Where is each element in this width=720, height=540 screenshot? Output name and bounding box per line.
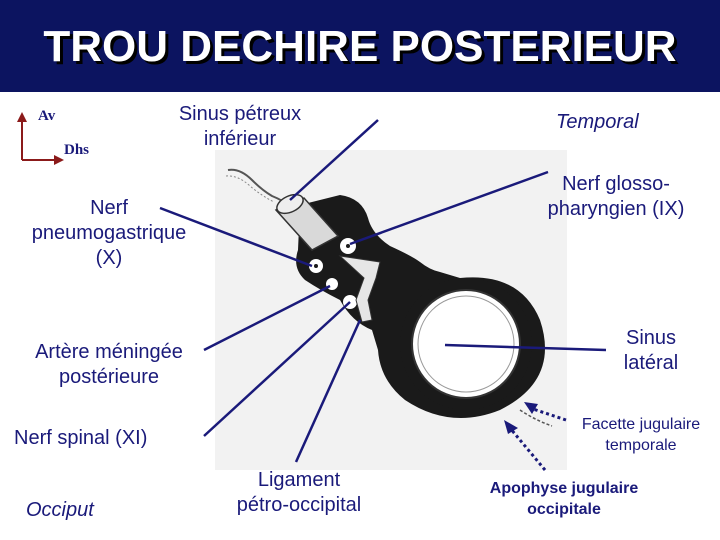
leader-sinus-petreux — [289, 119, 379, 201]
label-nerf-pneumogastrique: Nerf pneumogastrique (X) — [31, 197, 187, 269]
leader-ligament — [294, 319, 362, 463]
sinus-petreux-opening — [276, 193, 304, 215]
sinus-lateral-inner-ring — [417, 295, 515, 393]
orientation-right-label: Dhs — [64, 142, 90, 158]
leader-nerf-pneumo — [159, 206, 313, 268]
arrow-facette-head — [524, 402, 538, 414]
label-apophyse-jugulaire: Apophyse jugulaire occipitale — [489, 480, 639, 518]
label-temporal: Temporal — [556, 111, 639, 133]
label-sinus-lateral: Sinus latéral — [623, 327, 679, 374]
arrow-apophyse-head — [504, 420, 518, 434]
orientation-arrows — [21, 116, 60, 161]
arrow-facette — [529, 406, 567, 422]
title-bar: TROU DECHIRE POSTERIEUR — [0, 0, 720, 92]
sinus-lateral-lumen — [411, 289, 521, 399]
label-ligament-petro-occipital: Ligament pétro-occipital — [236, 469, 362, 516]
leader-nerf-glosso — [349, 170, 549, 246]
dotted-arrows — [508, 406, 567, 471]
label-facette-jugulaire: Facette jugulaire temporale — [581, 416, 701, 454]
orientation-up-head — [17, 112, 27, 122]
orientation-right-head — [54, 155, 64, 165]
label-nerf-glosso-pharyngien: Nerf glosso- pharyngien (IX) — [547, 173, 685, 220]
leader-sinus-lateral — [444, 343, 607, 352]
slide-title: TROU DECHIRE POSTERIEUR — [43, 22, 677, 71]
leader-artere — [203, 284, 331, 352]
label-sinus-petreux: Sinus pétreux inférieur — [178, 103, 302, 150]
label-artere-meningee: Artère méningée postérieure — [35, 341, 183, 388]
ligament-band — [338, 255, 381, 323]
leader-nerf-spinal — [203, 301, 351, 437]
label-occiput: Occiput — [26, 499, 94, 521]
leader-lines — [159, 119, 607, 463]
label-nerf-spinal: Nerf spinal (XI) — [14, 427, 148, 449]
orientation-up-label: Av — [38, 108, 56, 124]
facette-edge — [519, 409, 553, 427]
